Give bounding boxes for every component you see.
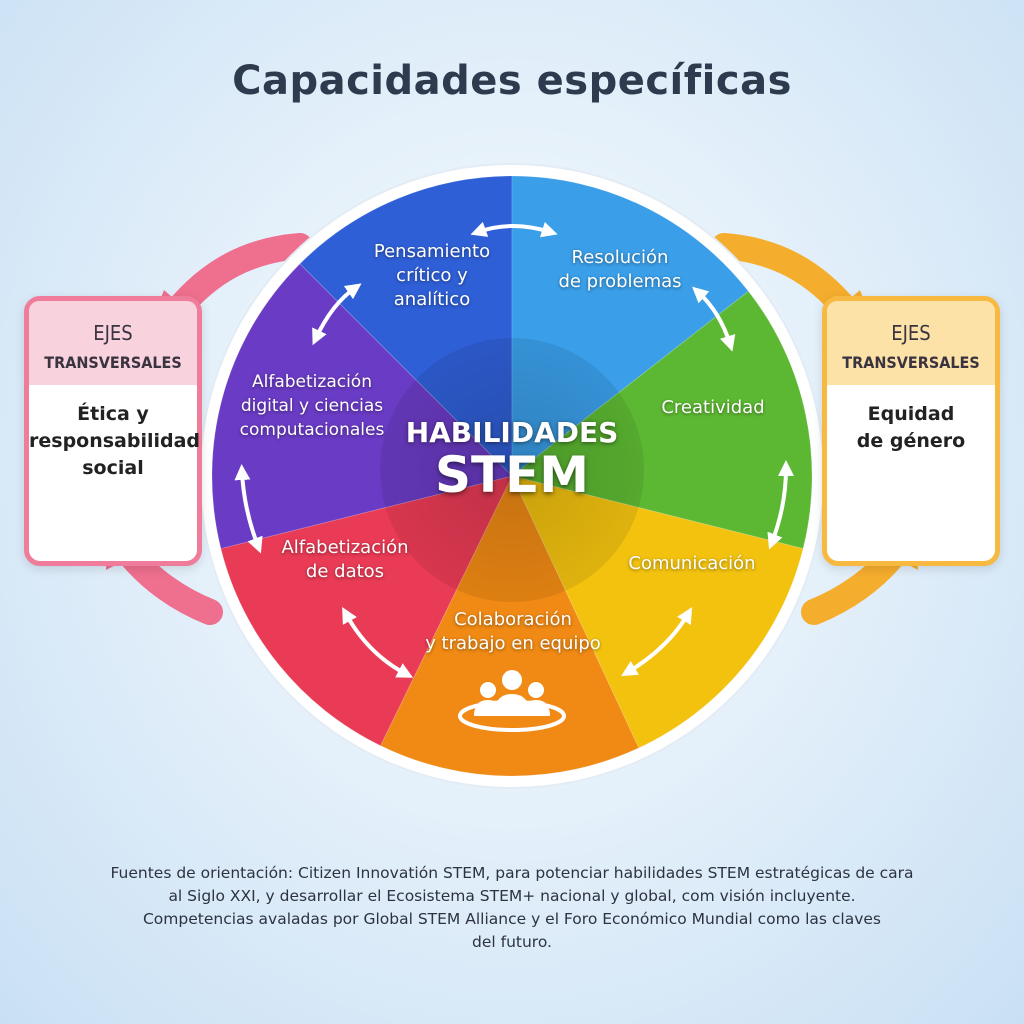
double-arrow-icon: [692, 286, 736, 352]
double-arrow-icon: [767, 460, 794, 550]
sources-footnote: Fuentes de orientación: Citizen Innovati…: [110, 864, 914, 951]
team-people-icon: [458, 670, 566, 732]
left-panel-body: Ética y responsabilidad social: [29, 403, 201, 479]
page-title: Capacidades específicas: [232, 58, 792, 104]
double-arrow-icon: [312, 283, 362, 346]
left-axes-panel: EJES TRANSVERSALES Ética y responsabilid…: [24, 296, 202, 566]
center-title-line2: STEM: [434, 446, 590, 504]
right-axes-panel: EJES TRANSVERSALES Equidad de género: [822, 296, 1000, 566]
center-circle: [380, 338, 644, 602]
center-title-line1: HABILIDADES: [405, 416, 619, 449]
double-arrow-icon: [342, 606, 414, 678]
right-panel-head-line1: EJES: [891, 321, 931, 345]
right-panel-body: Equidad de género: [856, 403, 966, 452]
left-panel-head-line2: TRANSVERSALES: [44, 353, 182, 372]
double-arrow-icon: [234, 464, 263, 554]
double-arrow-icon: [621, 607, 693, 677]
double-arrow-icon: [470, 221, 558, 238]
segment-label-communication: Comunicación: [628, 553, 756, 574]
segment-collaboration: [379, 474, 640, 777]
left-panel-header: EJES TRANSVERSALES: [29, 301, 197, 385]
right-panel-head-line2: TRANSVERSALES: [842, 353, 980, 372]
left-panel-head-line1: EJES: [93, 321, 133, 345]
segment-label-creativity: Creatividad: [661, 397, 765, 418]
connector-arrows: [234, 221, 794, 678]
right-panel-header: EJES TRANSVERSALES: [827, 301, 995, 385]
